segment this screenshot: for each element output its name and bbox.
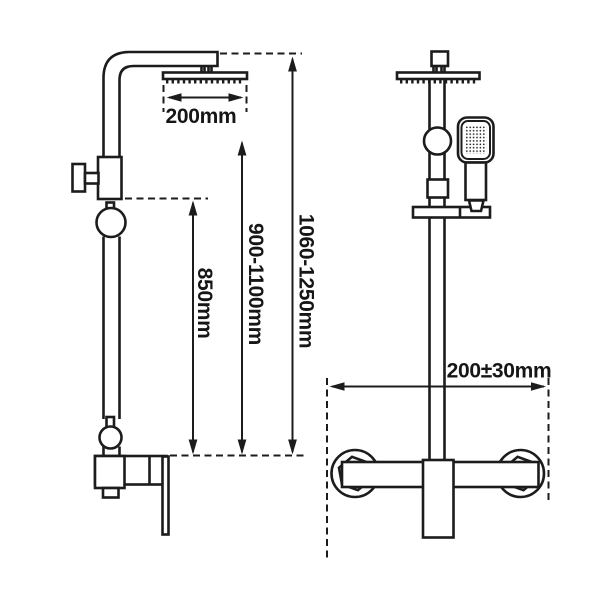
slider-bracket-front bbox=[426, 178, 450, 199]
dim-label-overall-height: 1060-1250mm bbox=[295, 214, 318, 348]
hand-shower-nozzles bbox=[465, 126, 487, 154]
shower-arm bbox=[102, 50, 219, 158]
lever-handle bbox=[161, 455, 170, 536]
shower-head-joint-side bbox=[200, 65, 213, 73]
dim-label-riser-height: 900-1100mm bbox=[244, 223, 267, 345]
hand-shower bbox=[456, 116, 495, 202]
diverter-knob-cap bbox=[71, 162, 87, 193]
upper-slider-knob bbox=[95, 206, 127, 239]
dimension-mixer-to-diverter bbox=[188, 200, 198, 455]
front-view bbox=[330, 50, 546, 539]
shelf bbox=[411, 205, 492, 219]
hand-shower-hose-connector bbox=[467, 199, 486, 213]
dimension-annotations: 200mm 850mm 900-1100mm 1060-1250mm 2 bbox=[125, 52, 552, 558]
mixer-spout-underside bbox=[101, 486, 120, 499]
arm-end-front bbox=[430, 50, 450, 68]
valve-body-front bbox=[421, 458, 455, 539]
dimension-overall-height bbox=[288, 56, 297, 455]
dimension-head-width bbox=[166, 93, 244, 102]
diverter-knob-stem bbox=[83, 171, 100, 185]
dim-label-head-width: 200mm bbox=[166, 105, 237, 128]
dimension-inlet-spacing bbox=[329, 382, 546, 391]
rain-shower-head-front bbox=[395, 71, 481, 81]
mixer-valve-front-block bbox=[93, 454, 126, 490]
mixer-valve-front bbox=[330, 448, 546, 539]
hand-shower-handle bbox=[464, 161, 488, 202]
hand-shower-face bbox=[460, 120, 491, 160]
dim-label-mixer-to-diverter: 850mm bbox=[193, 268, 216, 339]
side-view bbox=[71, 50, 249, 536]
riser-pipe-side bbox=[102, 236, 121, 457]
head-joint-front bbox=[432, 66, 446, 73]
dimension-riser-height bbox=[237, 140, 247, 455]
slider-knob-front bbox=[422, 126, 453, 156]
diverter-body bbox=[96, 155, 123, 201]
dim-label-inlet-spacing: 200±30mm bbox=[447, 360, 552, 383]
lower-slider-knob bbox=[98, 425, 123, 450]
rain-shower-head-side bbox=[161, 71, 249, 81]
